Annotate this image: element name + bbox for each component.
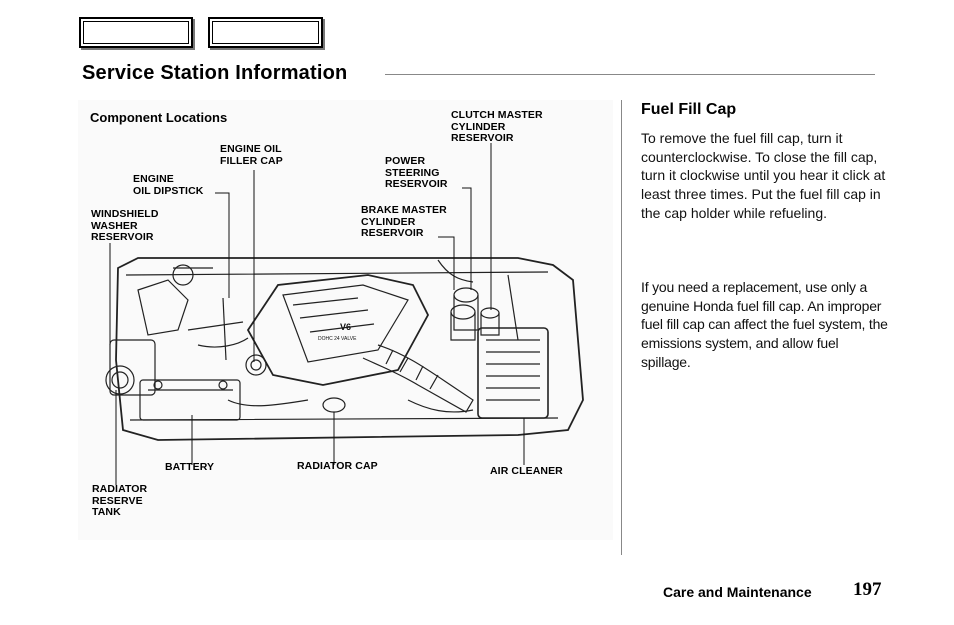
label-windshield-washer-reservoir: WINDSHIELD WASHER RESERVOIR (91, 208, 159, 243)
engine-compartment-illustration: V6 DOHC 24 VALVE ENGINE OIL FILLER CAP E… (78, 100, 613, 540)
footer-section-name: Care and Maintenance (663, 584, 812, 600)
label-air-cleaner: AIR CLEANER (490, 465, 563, 477)
label-battery: BATTERY (165, 461, 215, 473)
label-radiator-reserve-tank: RADIATOR RESERVE TANK (92, 483, 148, 518)
button-inner-border (212, 21, 319, 44)
component-locations-heading: Component Locations (90, 110, 228, 125)
fuel-fill-cap-heading: Fuel Fill Cap (641, 101, 737, 118)
column-divider (621, 100, 622, 555)
label-clutch-master-cylinder-reservoir: CLUTCH MASTER CYLINDER RESERVOIR (451, 109, 543, 144)
next-page-button[interactable] (208, 17, 323, 48)
page-number: 197 (853, 579, 882, 600)
label-brake-master-cylinder-reservoir: BRAKE MASTER CYLINDER RESERVOIR (361, 204, 447, 239)
label-power-steering-reservoir: POWER STEERING RESERVOIR (385, 155, 448, 190)
fuel-fill-cap-instructions: To remove the fuel fill cap, turn it cou… (641, 130, 886, 221)
engine-badge-bottom: DOHC 24 VALVE (318, 336, 357, 342)
fuel-fill-cap-replacement-note: If you need a replacement, use only a ge… (641, 279, 888, 370)
button-inner-border (83, 21, 189, 44)
title-rule (385, 74, 875, 75)
label-radiator-cap: RADIATOR CAP (297, 460, 378, 472)
previous-page-button[interactable] (79, 17, 193, 48)
page-title: Service Station Information (82, 62, 348, 84)
engine-drawing: V6 DOHC 24 VALVE (105, 143, 584, 485)
engine-badge-top: V6 (340, 322, 351, 332)
label-engine-oil-dipstick: ENGINE OIL DIPSTICK (133, 173, 204, 197)
label-engine-oil-filler-cap: ENGINE OIL FILLER CAP (220, 143, 283, 167)
